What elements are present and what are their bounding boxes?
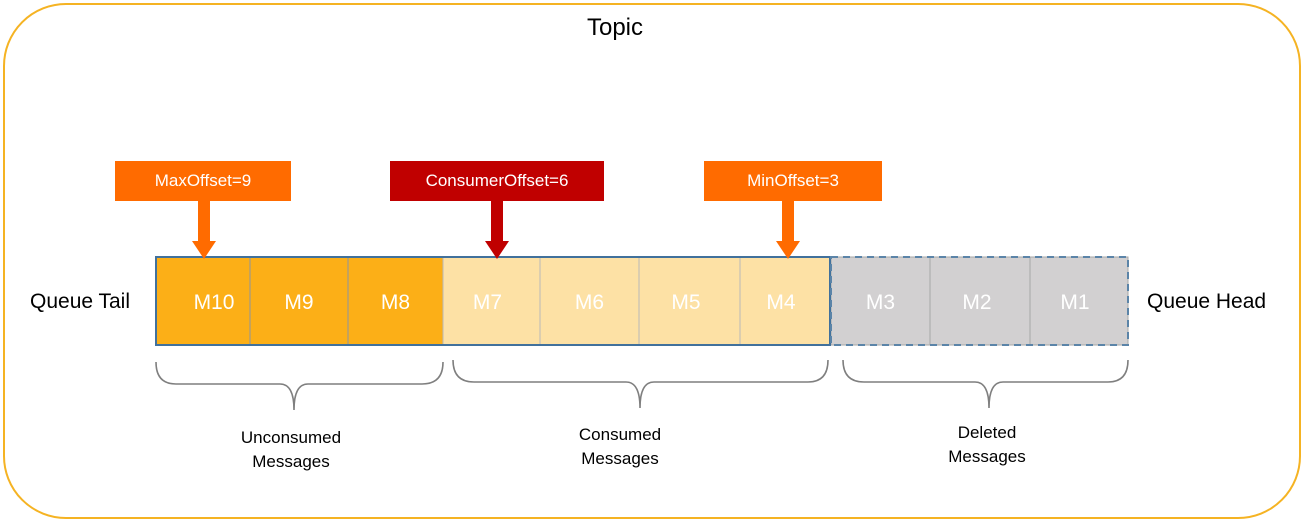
message-cell-m4 xyxy=(739,256,831,346)
message-label: M1 xyxy=(1060,291,1090,314)
queue-tail-label: Queue Tail xyxy=(30,290,131,313)
message-label: M2 xyxy=(962,291,992,314)
min-offset-box xyxy=(704,161,882,201)
message-label: M9 xyxy=(284,291,314,314)
max-offset-arrow-shaft xyxy=(198,201,210,243)
max-offset-box xyxy=(115,161,291,201)
consumed-group-label-line1: Consumed xyxy=(578,425,662,444)
consumed-group-label-line2: Messages xyxy=(581,449,659,468)
consumed-group-label: Consumed Messages xyxy=(520,423,720,471)
message-cell-m10 xyxy=(155,256,251,346)
queue xyxy=(155,256,1129,346)
max-offset-marker xyxy=(115,161,291,259)
message-cell-m7 xyxy=(442,256,541,346)
max-offset-label: MaxOffset=9 xyxy=(154,171,252,190)
message-label: M5 xyxy=(671,291,701,314)
consumer-offset-arrow-head xyxy=(485,241,509,259)
message-label: M8 xyxy=(380,291,411,314)
unconsumed-group-label-line1: Unconsumed xyxy=(240,428,342,447)
consumer-offset-label: ConsumerOffset=6 xyxy=(425,171,569,190)
deleted-group-label: Deleted Messages xyxy=(887,421,1087,469)
consumer-offset-marker xyxy=(390,161,604,259)
consumer-offset-arrow-shaft xyxy=(491,201,503,243)
message-label: M6 xyxy=(574,291,605,314)
message-label: M10 xyxy=(193,291,235,314)
message-label: M3 xyxy=(865,291,896,314)
deleted-group-label-line2: Messages xyxy=(948,447,1026,466)
queue-head-label: Queue Head xyxy=(1147,290,1267,313)
topic-title: Topic xyxy=(586,14,644,41)
min-offset-label: MinOffset=3 xyxy=(747,171,839,190)
deleted-queue-border xyxy=(830,256,1129,346)
min-offset-arrow-head xyxy=(776,241,800,259)
unconsumed-group-label-line2: Messages xyxy=(252,452,330,471)
deleted-brace xyxy=(842,359,1129,409)
message-cell-m8 xyxy=(347,256,444,346)
message-label: M4 xyxy=(766,291,796,314)
max-offset-arrow-head xyxy=(192,241,216,259)
consumer-offset-box xyxy=(390,161,604,201)
message-label: M7 xyxy=(472,291,503,314)
message-cell-m1 xyxy=(1029,256,1129,346)
min-offset-arrow-shaft xyxy=(782,201,794,243)
consumed-brace xyxy=(452,359,829,409)
min-offset-marker xyxy=(704,161,882,259)
message-cell-m2 xyxy=(929,256,1031,346)
deleted-group-label-line1: Deleted xyxy=(957,423,1017,442)
unconsumed-brace xyxy=(155,361,444,411)
unconsumed-group-label: Unconsumed Messages xyxy=(191,426,391,474)
